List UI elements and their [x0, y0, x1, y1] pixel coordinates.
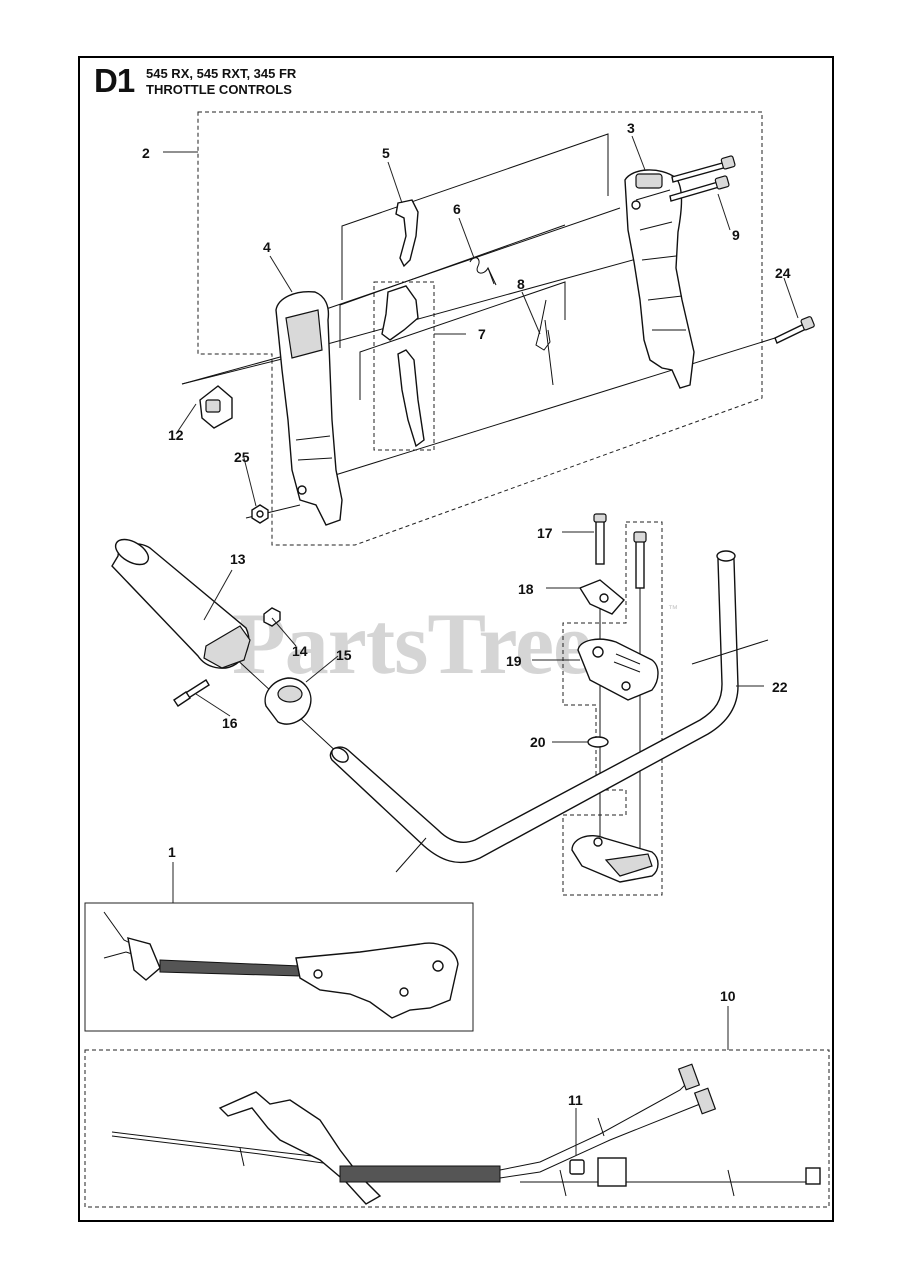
group-19-outline	[562, 521, 663, 896]
part-20-washer	[587, 736, 609, 748]
assembly-1-box	[84, 902, 474, 1032]
part-4-handle-half	[275, 291, 343, 526]
part-8-wire	[535, 299, 551, 351]
diagram-title: THROTTLE CONTROLS	[146, 82, 292, 97]
watermark-logo: PartsTree	[232, 596, 592, 693]
callout-16: 16	[222, 715, 238, 731]
group-2-outline	[197, 111, 763, 546]
callout-13: 13	[230, 551, 246, 567]
part-5-throttle-lever	[395, 199, 419, 268]
part-1-handle-assembly	[103, 911, 459, 1019]
callout-labels: 2 3 5 6 4 7 8 9 24 12 25 13 14 15 16 17 …	[142, 120, 791, 1108]
part-18-clamp-plate	[578, 579, 625, 615]
callout-12: 12	[168, 427, 184, 443]
part-15-knob	[264, 677, 312, 725]
part-17-long-bolt	[633, 531, 647, 589]
callout-19: 19	[506, 653, 522, 669]
section-code: D1	[94, 62, 135, 99]
leader-lines	[163, 135, 799, 1156]
part-12-switch	[199, 385, 233, 429]
part-14-nut	[263, 607, 281, 627]
callout-4: 4	[263, 239, 271, 255]
model-list: 545 RX, 545 RXT, 345 FR	[146, 66, 297, 81]
callout-9: 9	[732, 227, 740, 243]
part-24-screw	[774, 316, 815, 344]
callout-18: 18	[518, 581, 534, 597]
callout-24: 24	[775, 265, 791, 281]
part-7-trigger-parts	[381, 285, 425, 448]
callout-3: 3	[627, 120, 635, 136]
callout-6: 6	[453, 201, 461, 217]
diagram-frame	[78, 56, 834, 1222]
callout-14: 14	[292, 643, 308, 659]
part-25-nut	[251, 504, 269, 524]
part-16-bolt	[173, 679, 210, 707]
callout-15: 15	[336, 647, 352, 663]
part-clamp-lower	[571, 834, 659, 883]
part-10-cable-assembly	[111, 1063, 821, 1205]
watermark-trademark: ™	[668, 604, 678, 615]
callout-1: 1	[168, 844, 176, 860]
callout-22: 22	[772, 679, 788, 695]
part-3-handle-half	[624, 169, 695, 389]
part-9-screws	[669, 155, 736, 202]
assembly-10-box	[84, 1049, 830, 1208]
part-13-left-grip	[111, 538, 251, 669]
callout-2: 2	[142, 145, 150, 161]
callout-11: 11	[568, 1092, 583, 1108]
part-22-handlebar	[329, 550, 769, 873]
callout-7: 7	[478, 326, 486, 342]
part-17-bolt	[593, 513, 607, 565]
explosion-lines	[181, 133, 776, 855]
part-6-spring	[469, 257, 495, 285]
callout-10: 10	[720, 988, 736, 1004]
callout-25: 25	[234, 449, 250, 465]
part-19-clamp-upper	[577, 638, 659, 701]
callout-17: 17	[537, 525, 553, 541]
callout-5: 5	[382, 145, 390, 161]
callout-20: 20	[530, 734, 546, 750]
callout-8: 8	[517, 276, 525, 292]
